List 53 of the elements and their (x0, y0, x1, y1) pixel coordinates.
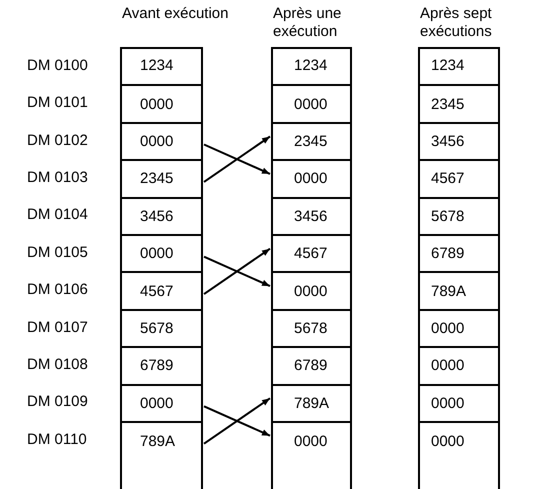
address-label: DM 0105 (27, 244, 88, 262)
cell-value: 3456 (140, 208, 174, 225)
cell-value: 3456 (294, 208, 328, 225)
cell-value: 5678 (294, 320, 328, 337)
cell-value: 5678 (140, 320, 174, 337)
cell-value: 2345 (431, 96, 464, 113)
cell-value: 0000 (431, 320, 464, 337)
column-heading: Après une exécution (273, 5, 342, 41)
cell-value: 1234 (431, 57, 464, 74)
cell-value: 2345 (140, 170, 174, 188)
cell-value: 0000 (140, 394, 174, 412)
address-label: DM 0101 (27, 94, 88, 112)
cell-value: 4567 (294, 245, 328, 262)
cell-value: 4567 (140, 282, 174, 300)
arrow (203, 397, 271, 445)
cell-value: 789A (140, 433, 176, 450)
address-label: DM 0102 (27, 132, 88, 150)
cell-value: 0000 (294, 282, 328, 300)
cell-value: 0000 (294, 170, 328, 188)
cell-value: 0000 (431, 357, 464, 374)
address-label: DM 0104 (27, 206, 88, 224)
address-label: DM 0103 (27, 168, 88, 187)
cell-value: 2345 (294, 132, 328, 150)
cell-value: 0000 (140, 245, 174, 262)
column-heading: Avant exécution (122, 5, 230, 23)
cell-value: 6789 (431, 245, 464, 262)
cell-value: 5678 (431, 208, 464, 225)
column-heading: Après sept exécutions (420, 5, 493, 41)
cell-value: 3456 (431, 132, 464, 150)
address-label: DM 0108 (27, 356, 88, 374)
cell-value: 0000 (294, 96, 328, 113)
address-label: DM 0106 (27, 281, 88, 300)
address-label: DM 0100 (27, 56, 88, 75)
arrow (203, 136, 271, 183)
cell-value: 1234 (294, 57, 328, 74)
arrow (204, 144, 270, 175)
cell-value: 0000 (140, 96, 174, 113)
address-label: DM 0110 (27, 430, 87, 449)
arrow (203, 248, 271, 295)
cell-value: 4567 (431, 170, 464, 188)
cell-value: 6789 (140, 357, 174, 374)
address-label: DM 0109 (27, 393, 88, 412)
cell-value: 0000 (140, 132, 174, 150)
arrow (204, 256, 270, 288)
cell-value: 1234 (140, 57, 174, 74)
cell-value: 0000 (431, 433, 464, 450)
address-label: DM 0107 (27, 318, 88, 336)
cell-value: 789A (294, 394, 330, 412)
cell-value: 0000 (431, 394, 464, 412)
cell-value: 6789 (294, 357, 328, 374)
cell-value: 789A (431, 282, 466, 300)
arrow (204, 405, 270, 437)
cell-value: 0000 (294, 433, 328, 450)
